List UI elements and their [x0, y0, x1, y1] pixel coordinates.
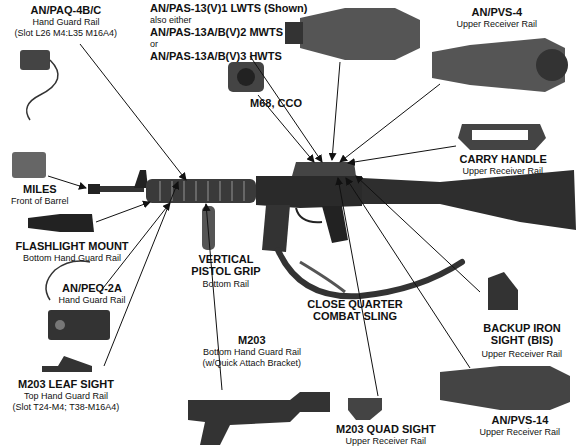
sling [278, 250, 462, 296]
handguard-ribs [160, 181, 244, 201]
leader-line [80, 44, 186, 180]
part-name: MILES [23, 183, 57, 195]
miles-device [12, 152, 46, 178]
mount-location: Upper Receiver Rail [482, 349, 563, 359]
part-name: VERTICAL PISTOL GRIP [186, 253, 266, 278]
thermal-eyepiece [285, 22, 303, 44]
part-name: M203 [238, 334, 266, 346]
part-name: CARRY HANDLE [460, 153, 547, 165]
mount-location: Bottom Hand Guard Rail [23, 253, 121, 263]
quad-sight [348, 398, 382, 420]
red-dot-sight [228, 62, 264, 92]
leader-line [340, 84, 440, 162]
front-sight [134, 170, 148, 188]
aiming-light [20, 50, 50, 70]
note: or [150, 39, 158, 49]
red-dot-lens [237, 68, 255, 86]
carry-handle [458, 124, 546, 150]
rifle [88, 162, 576, 252]
receiver [256, 176, 362, 208]
part-name: AN/PAS-13A/B(V)2 MWTS [150, 26, 283, 38]
carry-handle-hole [472, 130, 528, 140]
leader-line [104, 182, 178, 366]
part-name: AN/PAS-13(V)1 LWTS (Shown) [150, 2, 307, 14]
mount-location: Upper Receiver Rail [463, 166, 544, 176]
part-name: AN/PVS-4 [472, 6, 523, 18]
backup-iron-sight [488, 272, 518, 310]
mount-location: Upper Receiver Rail [346, 436, 427, 446]
leader-lines [48, 44, 480, 396]
laser-cable [46, 261, 90, 300]
magazine [262, 205, 290, 252]
grenade-launcher [188, 392, 330, 445]
laser-aperture [55, 320, 65, 330]
thermal-sight [300, 8, 420, 60]
flashlight-mount [28, 214, 94, 232]
stock [362, 170, 576, 230]
part-name: AN/PEQ-2A [62, 282, 122, 294]
part-name: M68, CCO [250, 97, 302, 109]
leader-line [96, 202, 150, 222]
part-name: BACKUP IRON SIGHT (BIS) [467, 322, 577, 347]
leader-line [332, 62, 340, 160]
trigger-guard [296, 208, 322, 222]
light-cable [27, 60, 58, 120]
part-name: AN/PAS-13A/B(V)3 HWTS [150, 50, 282, 62]
mount-location: Hand Guard Rail [59, 295, 126, 305]
monocular [440, 366, 570, 410]
rail [292, 162, 356, 176]
part-name: AN/PVS-14 [492, 414, 549, 426]
bracket-note: (w/Quick Attach Bracket) [203, 358, 302, 368]
part-name: M203 LEAF SIGHT [18, 378, 114, 390]
handguard [146, 179, 256, 203]
mount-location: Top Hand Guard Rail [24, 391, 108, 401]
leader-line [346, 178, 470, 368]
leader-line [356, 176, 480, 292]
slot-note: (Slot T24-M4; T38-M16A4) [13, 402, 120, 412]
leader-line [348, 146, 456, 163]
leaf-sight [42, 356, 92, 372]
objective-lens [536, 49, 568, 81]
slot-note: (Slot L26 M4:L35 M16A4) [15, 28, 118, 38]
sling-strap [300, 262, 345, 292]
aiming-laser [48, 310, 110, 340]
part-name: FLASHLIGHT MOUNT [16, 240, 129, 252]
leader-line [250, 56, 322, 162]
part-name: AN/PAQ-4B/C [31, 4, 102, 16]
note: also either [150, 15, 192, 25]
leader-line [338, 178, 378, 396]
mount-location: Upper Receiver Rail [480, 427, 561, 437]
mount-location: Hand Guard Rail [33, 17, 100, 27]
accessory-icons [12, 8, 570, 445]
mount-location: Bottom Hand Guard Rail [203, 347, 301, 357]
mount-location: Upper Receiver Rail [457, 19, 538, 29]
part-name: CLOSE QUARTER COMBAT SLING [293, 298, 418, 323]
part-name: M203 QUAD SIGHT [336, 423, 436, 435]
flash-hider [88, 184, 100, 194]
mount-location: Front of Barrel [11, 196, 69, 206]
mount-location: Bottom Rail [203, 279, 250, 289]
